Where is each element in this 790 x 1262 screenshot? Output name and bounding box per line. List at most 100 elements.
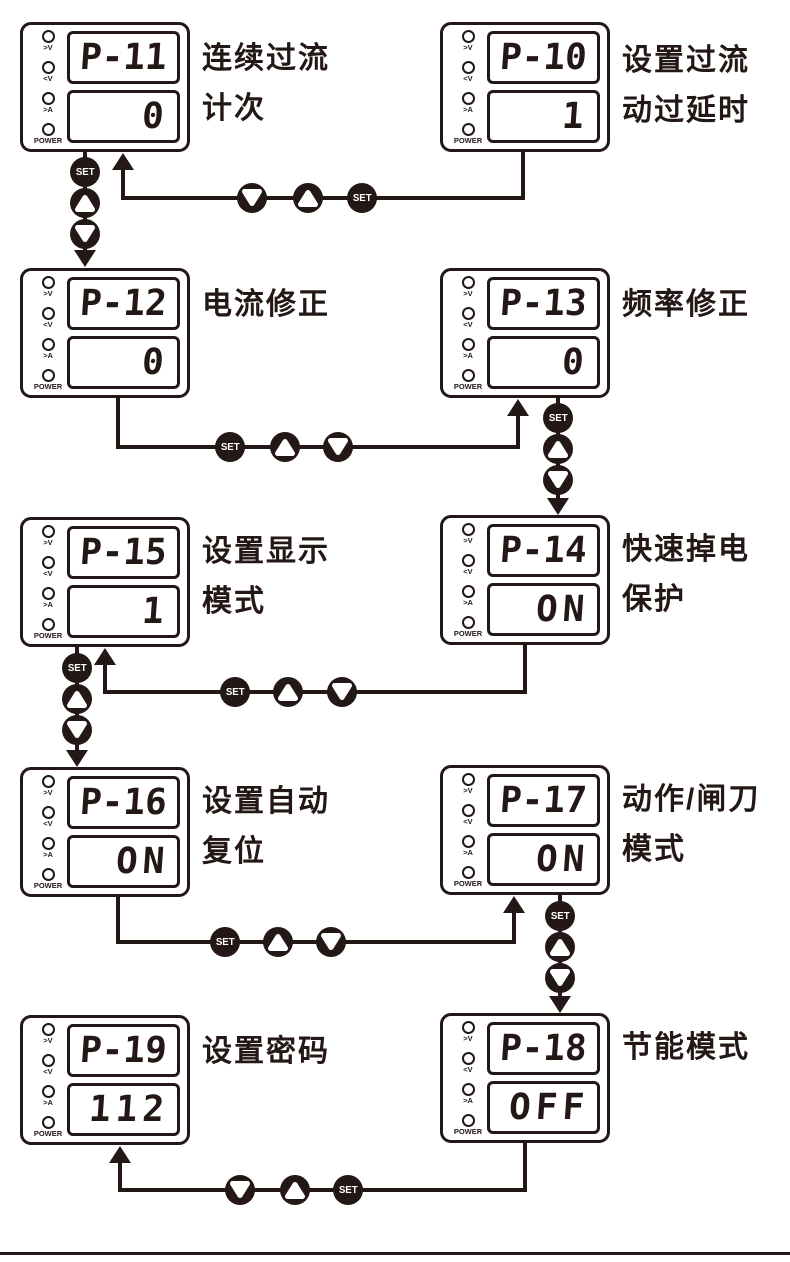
param-value: ON [534, 838, 591, 880]
param-value-display: 1 [67, 585, 180, 638]
led-item: POWER [454, 1114, 482, 1136]
connector-line [523, 1141, 527, 1192]
led-label: >A [43, 850, 53, 859]
led-label: POWER [33, 136, 63, 145]
panel-description: 快速掉电 保护 [622, 525, 750, 625]
led-indicator [41, 338, 55, 351]
led-indicator [461, 1114, 475, 1127]
panel-description: 节能模式 [622, 1023, 750, 1073]
led-label: POWER [33, 881, 63, 890]
set-button-icon: SET [347, 183, 377, 213]
description-line: 设置密码 [202, 1035, 330, 1068]
down-button-icon [323, 432, 353, 462]
down-button-icon [70, 219, 100, 249]
led-indicator [41, 92, 55, 105]
param-value: 112 [87, 1088, 171, 1130]
param-value-display: 0 [67, 336, 180, 389]
up-button-icon [270, 432, 300, 462]
led-item: <V [461, 61, 475, 83]
lcd-displays: P-10 1 [487, 31, 600, 143]
description-line: 节能模式 [622, 1031, 750, 1064]
set-button-icon: SET [62, 653, 92, 683]
down-button-icon [62, 715, 92, 745]
led-indicator [41, 806, 55, 819]
led-indicator [41, 525, 55, 538]
flow-arrow-up-icon [109, 1146, 131, 1163]
led-item: >A [461, 585, 475, 607]
param-value-display: 1 [487, 90, 600, 143]
led-item: >V [461, 523, 475, 545]
led-item: >V [461, 30, 475, 52]
led-label: POWER [453, 1127, 483, 1136]
set-button-icon: SET [220, 677, 250, 707]
down-button-icon [543, 465, 573, 495]
description-line: 复位 [202, 835, 266, 868]
up-triangle-icon [75, 195, 95, 212]
param-value-display: 0 [67, 90, 180, 143]
param-value: ON [534, 588, 591, 630]
led-item: >A [461, 835, 475, 857]
led-item: >A [41, 837, 55, 859]
panel-description: 设置自动 复位 [202, 777, 330, 877]
connector-line [116, 895, 120, 944]
up-triangle-icon [67, 691, 87, 708]
down-triangle-icon [328, 438, 348, 455]
flow-arrow-down-icon [549, 996, 571, 1013]
param-code: P-19 [78, 1029, 169, 1071]
led-label: POWER [453, 629, 483, 638]
led-indicator [41, 556, 55, 569]
up-triangle-icon [550, 939, 570, 956]
down-triangle-icon [230, 1181, 250, 1198]
connector-line [116, 396, 120, 449]
param-code-display: P-15 [67, 526, 180, 579]
led-item: POWER [34, 369, 62, 391]
flow-arrow-down-icon [74, 250, 96, 267]
led-indicator [41, 30, 55, 43]
led-item: >A [41, 338, 55, 360]
led-indicator [41, 307, 55, 320]
down-triangle-icon [550, 969, 570, 986]
led-item: >V [41, 525, 55, 547]
led-label: >A [463, 598, 473, 607]
description-line: 模式 [202, 585, 266, 618]
led-label: >V [463, 289, 473, 298]
param-code: P-14 [498, 529, 589, 571]
description-line: 频率修正 [622, 288, 750, 321]
led-column: >V <V >A POWER [30, 276, 66, 391]
description-line: 连续过流 [202, 42, 330, 75]
up-button-icon [62, 684, 92, 714]
led-item: >A [41, 1085, 55, 1107]
lcd-displays: P-11 0 [67, 31, 180, 143]
set-button-label: SET [67, 662, 87, 674]
connector-line [118, 1161, 122, 1192]
up-button-icon [293, 183, 323, 213]
connector-line [103, 690, 527, 694]
lcd-displays: P-14 ON [487, 524, 600, 636]
description-line: 模式 [622, 833, 686, 866]
lcd-displays: P-15 1 [67, 526, 180, 638]
panel-description: 连续过流 计次 [202, 34, 330, 134]
led-item: POWER [454, 369, 482, 391]
led-item: >A [461, 338, 475, 360]
param-value-display: ON [67, 835, 180, 888]
led-label: >V [43, 289, 53, 298]
led-label: <V [43, 320, 53, 329]
up-button-icon [273, 677, 303, 707]
led-label: <V [463, 817, 473, 826]
description-line: 动作/闸刀 [622, 783, 761, 816]
led-label: >V [43, 1036, 53, 1045]
led-label: POWER [453, 382, 483, 391]
param-value: OFF [507, 1086, 591, 1128]
led-label: POWER [453, 879, 483, 888]
connector-line [521, 150, 525, 200]
led-label: POWER [33, 382, 63, 391]
led-label: <V [43, 819, 53, 828]
up-triangle-icon [298, 190, 318, 207]
led-label: >V [43, 43, 53, 52]
